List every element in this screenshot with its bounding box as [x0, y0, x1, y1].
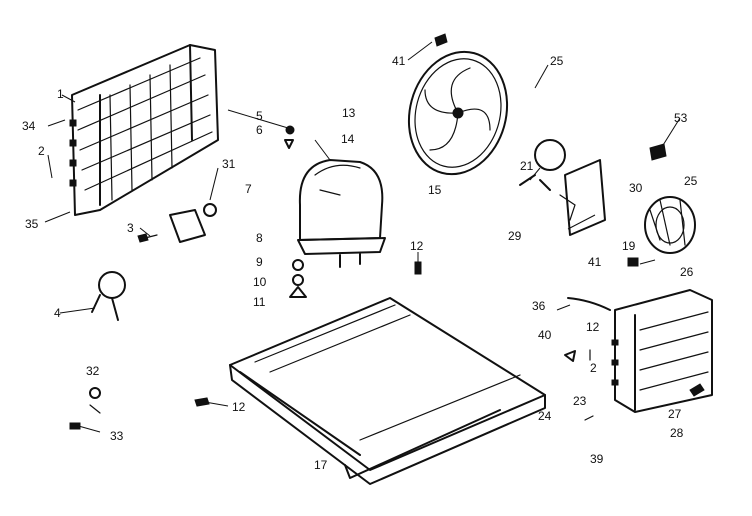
callout-7: 7: [245, 182, 252, 196]
leader-lines: [44, 41, 681, 433]
callout-28: 28: [670, 426, 684, 440]
callout-3: 3: [127, 221, 134, 235]
callout-1: 1: [57, 87, 64, 101]
callout-39: 39: [590, 452, 604, 466]
compressor-drawing: [284, 125, 386, 268]
callout-32: 32: [86, 364, 100, 378]
callout-4: 4: [54, 306, 61, 320]
callout-53: 53: [674, 111, 688, 125]
callout-33: 33: [110, 429, 124, 443]
callout-9: 9: [256, 255, 263, 269]
callout-11: 11: [253, 295, 266, 309]
base-pan-drawing: [194, 261, 546, 485]
callout-36: 36: [532, 299, 546, 313]
callout-2: 2: [38, 144, 45, 158]
callout-23: 23: [573, 394, 587, 408]
callout-29: 29: [508, 229, 522, 243]
fan-motor-drawing: [519, 139, 606, 236]
callout-25-right: 25: [684, 174, 698, 188]
callout-12-center: 12: [410, 239, 424, 253]
callout-34: 34: [22, 119, 36, 133]
callout-15: 15: [428, 183, 442, 197]
fan-blade-drawing: [407, 50, 509, 176]
grommets-drawing: [289, 259, 307, 298]
callout-10: 10: [253, 275, 267, 289]
callout-14: 14: [341, 132, 355, 146]
callout-35: 35: [25, 217, 39, 231]
callout-5: 5: [256, 109, 263, 123]
callout-24: 24: [538, 409, 552, 423]
callout-13: 13: [342, 106, 356, 120]
callout-8: 8: [256, 231, 263, 245]
callout-30: 30: [629, 181, 643, 195]
callout-17: 17: [314, 458, 328, 472]
callout-31: 31: [222, 157, 236, 171]
callout-41-top: 41: [392, 54, 406, 68]
callout-26: 26: [680, 265, 694, 279]
capacitor-drawing: [137, 203, 217, 243]
screw-parts-drawing: [69, 387, 101, 430]
callout-2-right: 2: [590, 361, 597, 375]
callout-6: 6: [256, 123, 263, 137]
condenser-coil-drawing: [69, 44, 219, 216]
callout-12-left: 12: [232, 400, 246, 414]
callout-25-top: 25: [550, 54, 564, 68]
overload-clip-drawing: [91, 271, 126, 321]
callout-41-right: 41: [588, 255, 602, 269]
evaporator-coil-drawing: [564, 289, 713, 421]
callout-12-right: 12: [586, 320, 600, 334]
callout-21: 21: [520, 159, 534, 173]
blower-wheel-drawing: [434, 33, 696, 267]
callout-40: 40: [538, 328, 552, 342]
callout-19: 19: [622, 239, 636, 253]
callout-27: 27: [668, 407, 682, 421]
